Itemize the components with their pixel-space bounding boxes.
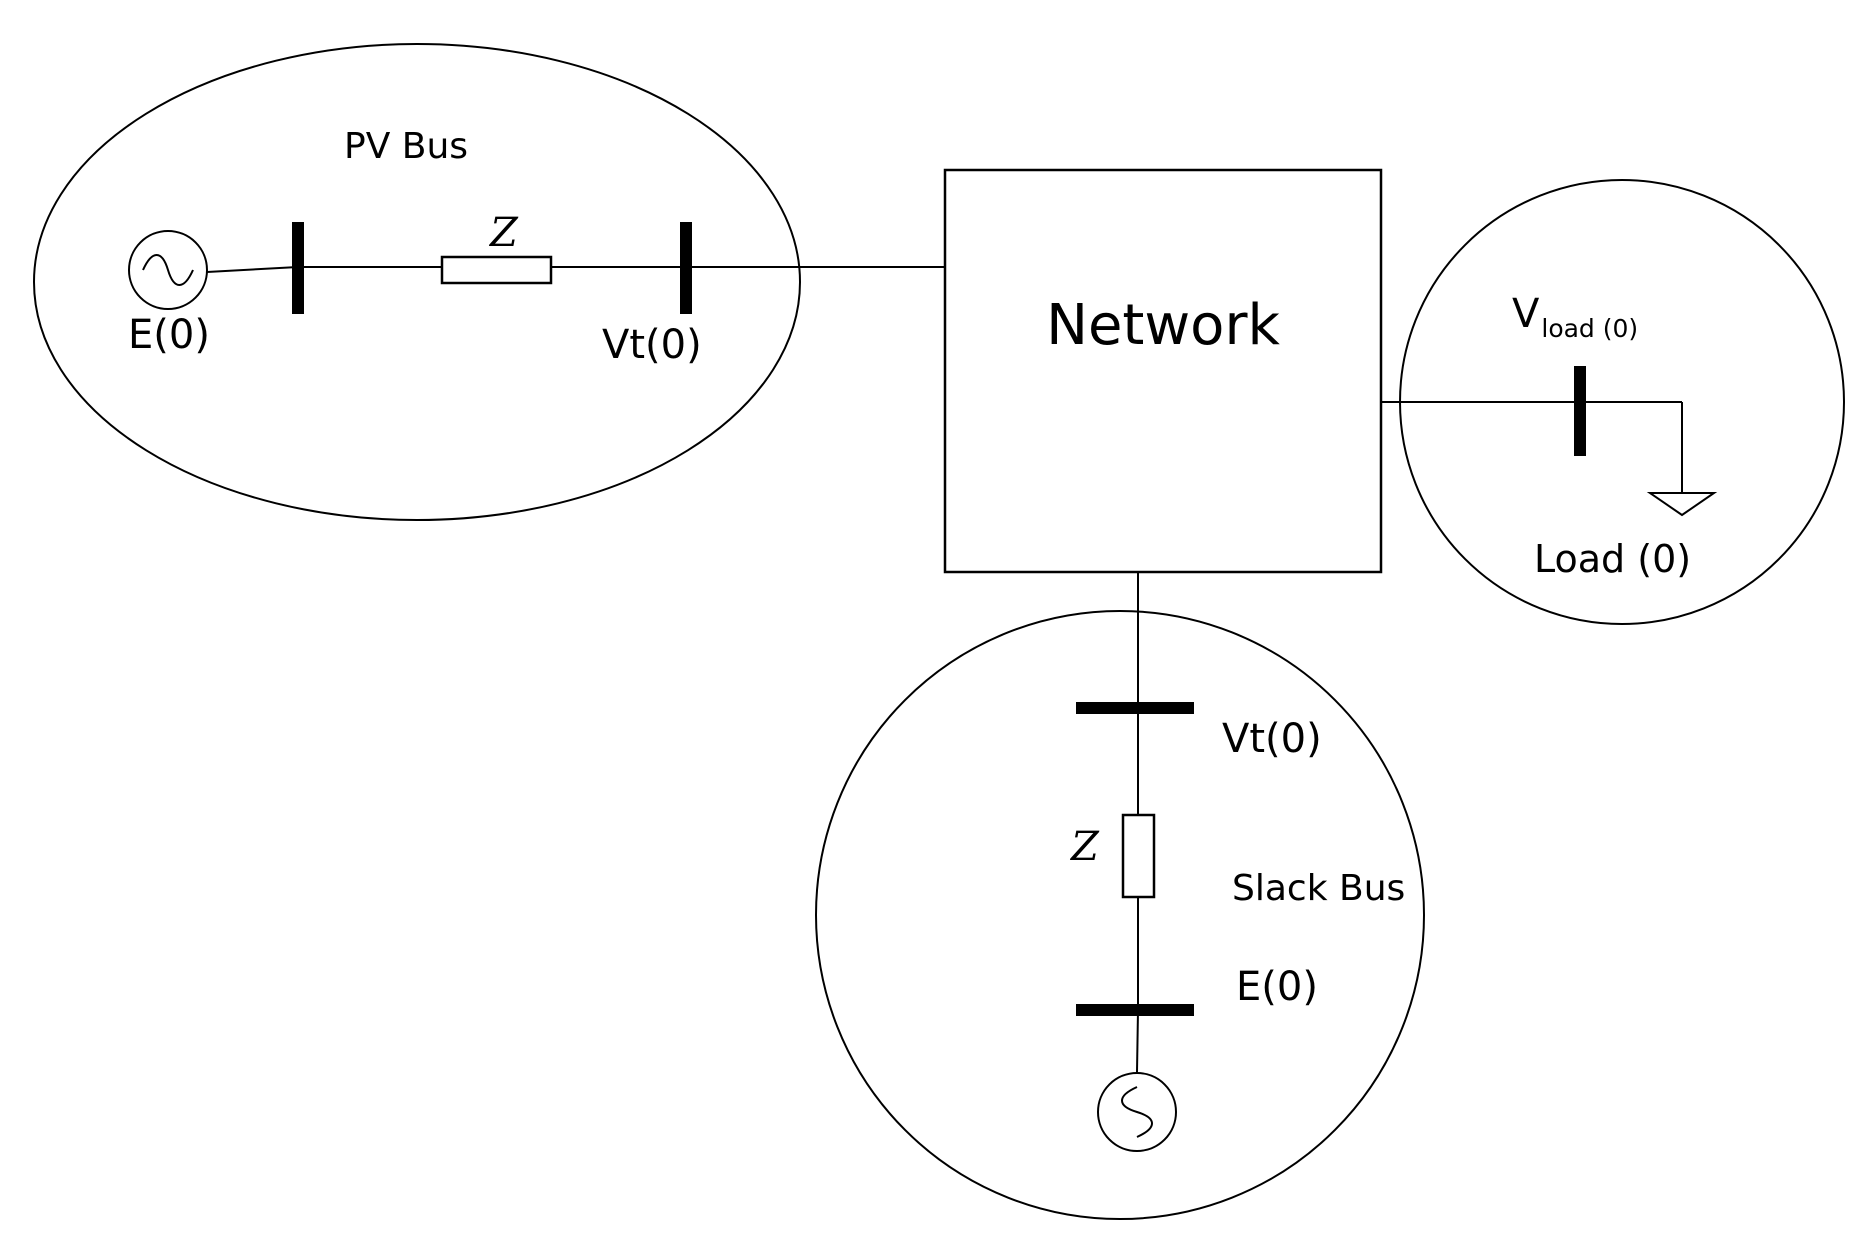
slack-impedance-label: Z [1069,824,1100,870]
network-group: Network [943,168,1383,574]
load-voltage-main: V [1512,291,1540,337]
load-voltage-subscript: load (0) [1541,314,1638,343]
ac-source-icon [128,230,208,310]
slack-source-label: E(0) [1236,964,1318,1010]
slack-bus-group: Z Vt(0) Slack Bus E(0) [815,572,1425,1220]
load-voltage-label: Vload (0) [1512,291,1638,343]
load-bus-group: Vload (0) Load (0) [1381,179,1845,625]
network-label: Network [1046,293,1280,358]
network-box [943,168,1383,574]
pv-bus-title: PV Bus [344,126,468,167]
slack-bus-boundary [815,610,1425,1220]
slack-impedance [1121,813,1156,899]
pv-bus-group: PV Bus E(0) Z Vt(0) [33,43,945,521]
slack-generator-wire [1136,1009,1139,1073]
pv-terminal-label: Vt(0) [602,322,702,368]
slack-terminal-label: Vt(0) [1222,716,1322,762]
pv-generator-wire [206,266,299,273]
load-label: Load (0) [1534,537,1691,581]
pv-impedance-label: Z [488,210,519,256]
load-arrow-icon [1646,402,1718,517]
pv-impedance [440,255,553,285]
slack-bus-title: Slack Bus [1232,868,1405,909]
pv-bus-boundary [33,43,801,521]
slack-ac-source-icon [1097,1072,1177,1152]
pv-source-label: E(0) [128,312,210,358]
